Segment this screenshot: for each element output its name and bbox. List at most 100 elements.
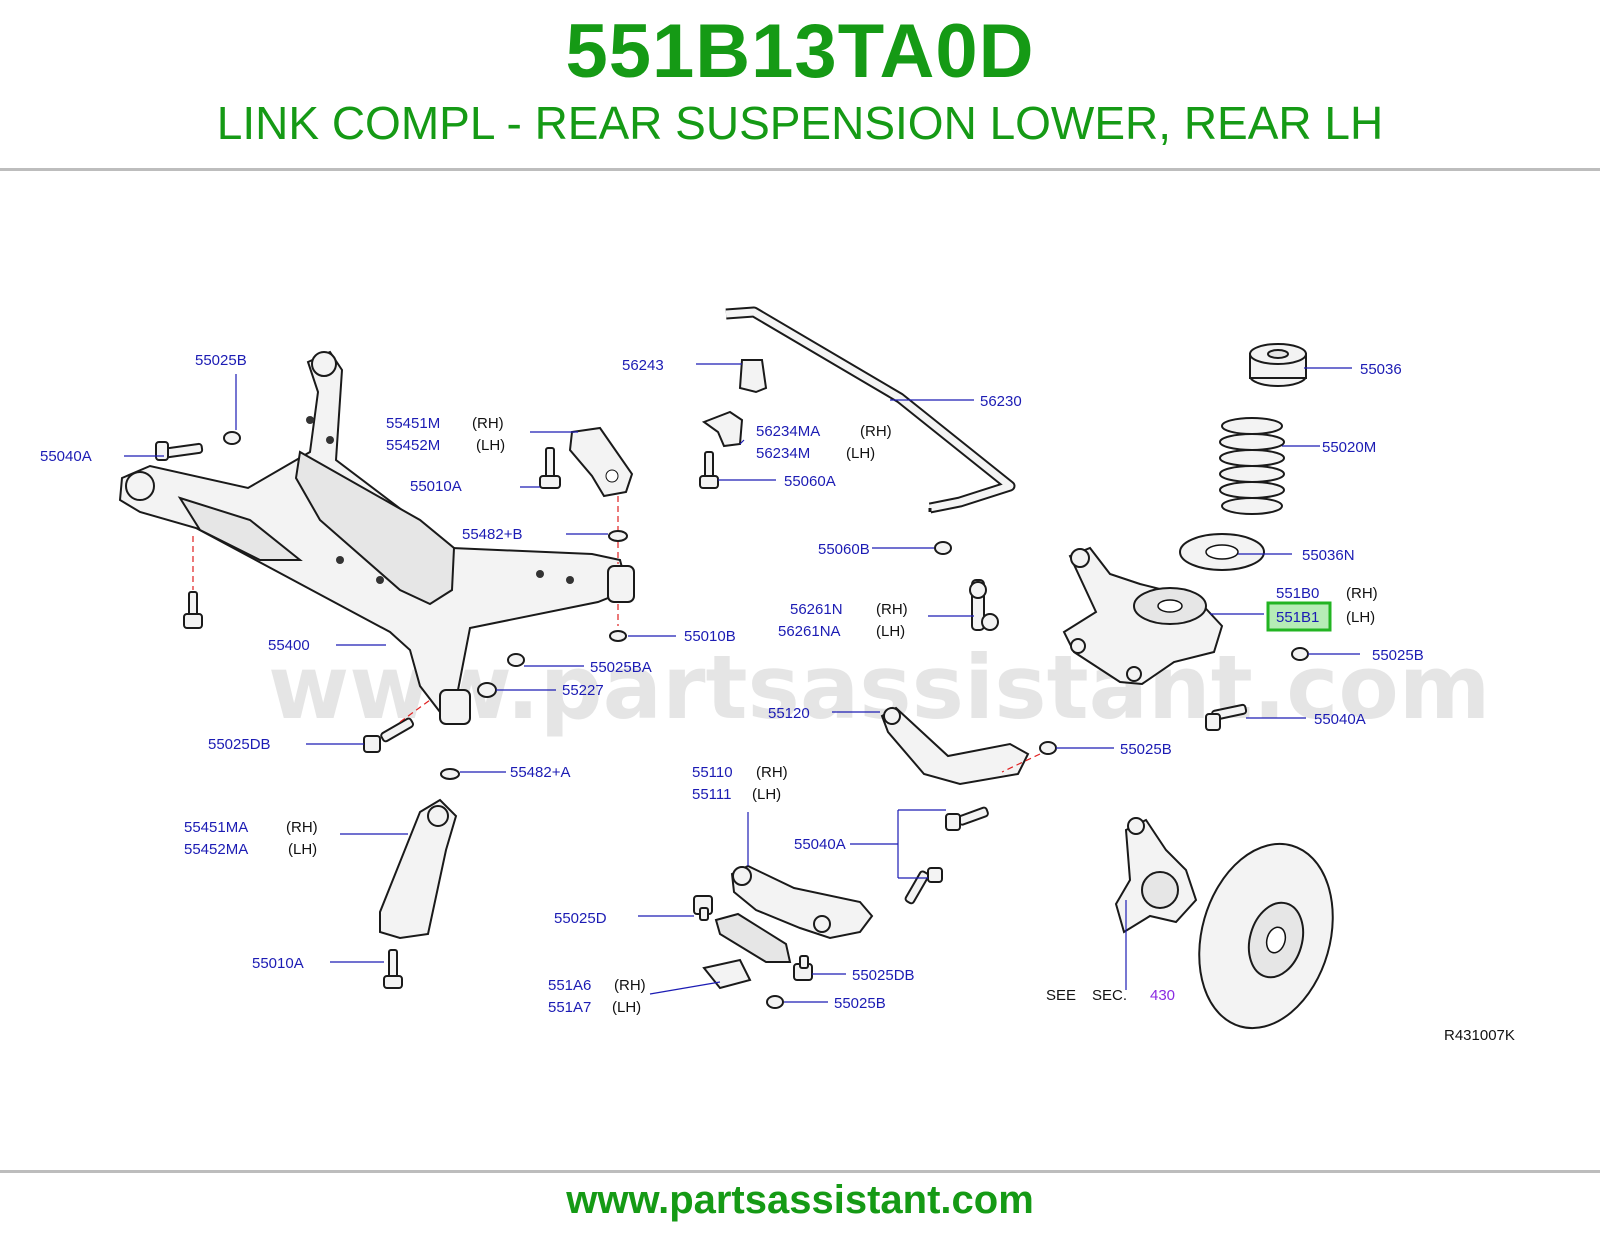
callout-56234MA[interactable]: 56234MA <box>756 423 820 440</box>
upper-link-55120[interactable] <box>880 706 1030 786</box>
callout-55025B-mid[interactable]: 55025B <box>1120 741 1172 758</box>
side-rh: (RH) <box>472 415 504 432</box>
callout-55452M[interactable]: 55452M <box>386 437 440 454</box>
callout-55010A[interactable]: 55010A <box>410 478 462 495</box>
lower-link-551B1[interactable] <box>1062 546 1224 686</box>
callout-55040A[interactable]: 55040A <box>40 448 92 465</box>
bolt-55040A-mid-upper[interactable] <box>945 806 989 831</box>
footer-divider <box>0 1170 1600 1173</box>
callout-55036[interactable]: 55036 <box>1360 361 1402 378</box>
callout-55482+A[interactable]: 55482+A <box>510 764 570 781</box>
callout-55110[interactable]: 55110 <box>692 764 733 781</box>
callout-55025D[interactable]: 55025D <box>554 910 607 927</box>
callout-55025B-right[interactable]: 55025B <box>1372 647 1424 664</box>
bolt-55040A-right[interactable] <box>1205 703 1248 731</box>
callout-55040A-mid[interactable]: 55040A <box>794 836 846 853</box>
washer-55482A[interactable] <box>440 768 460 780</box>
nut-55025B-right[interactable] <box>1291 647 1309 661</box>
callout-55451MA[interactable]: 55451MA <box>184 819 248 836</box>
callout-56230[interactable]: 56230 <box>980 393 1022 410</box>
bumper-55036[interactable] <box>1249 343 1307 387</box>
see-text: SEE <box>1046 987 1076 1004</box>
callout-55482+B[interactable]: 55482+B <box>462 526 522 543</box>
callout-55025DB[interactable]: 55025DB <box>208 736 271 753</box>
callout-56261NA[interactable]: 56261NA <box>778 623 841 640</box>
callout-55020M[interactable]: 55020M <box>1322 439 1376 456</box>
callout-55040A-right[interactable]: 55040A <box>1314 711 1366 728</box>
nut-55025B-bottom[interactable] <box>766 995 784 1009</box>
section-ref-430[interactable]: 430 <box>1150 987 1175 1004</box>
bolt-55025DB-left[interactable] <box>363 717 414 753</box>
clamp-56234M[interactable] <box>701 410 744 448</box>
guard-551A6[interactable] <box>702 958 752 990</box>
stabilizer-bar-56230[interactable] <box>725 306 1016 514</box>
axle-knuckle[interactable] <box>1114 817 1198 934</box>
side-rh: (RH) <box>860 423 892 440</box>
bolt-55025DB-lower[interactable] <box>793 955 813 981</box>
callout-55025B-bottom[interactable]: 55025B <box>834 995 886 1012</box>
callout-55400[interactable]: 55400 <box>268 637 310 654</box>
spring-seat-55036N[interactable] <box>1179 533 1265 571</box>
washer-55010B[interactable] <box>609 630 627 642</box>
bushing-56243[interactable] <box>738 359 768 394</box>
bolt-subframe-left-vertical[interactable] <box>183 591 203 629</box>
lower-arm-55110[interactable] <box>730 864 874 940</box>
bracket-55451MA[interactable] <box>379 798 458 940</box>
brake-rotor[interactable] <box>1179 828 1354 1044</box>
washer-55227[interactable] <box>477 682 497 698</box>
callout-55060B[interactable]: 55060B <box>818 541 870 558</box>
callout-55010A-lower[interactable]: 55010A <box>252 955 304 972</box>
callout-55025DB-lower[interactable]: 55025DB <box>852 967 915 984</box>
bolt-55060A[interactable] <box>699 451 719 489</box>
part-description: LINK COMPL - REAR SUSPENSION LOWER, REAR… <box>216 97 1384 149</box>
callout-551A7[interactable]: 551A7 <box>548 999 591 1016</box>
coil-spring-55020M[interactable] <box>1219 417 1285 515</box>
nut-55025B-mid[interactable] <box>1039 741 1057 755</box>
bolt-55025D[interactable] <box>693 895 713 921</box>
callout-55452MA[interactable]: 55452MA <box>184 841 248 858</box>
side-lh: (LH) <box>752 786 781 803</box>
part-number-title: 551B13TA0D <box>565 9 1035 94</box>
callout-55451M[interactable]: 55451M <box>386 415 440 432</box>
side-lh: (LH) <box>612 999 641 1016</box>
bolt-55040A-left[interactable] <box>155 441 204 461</box>
side-rh: (RH) <box>756 764 788 781</box>
callout-551B1-highlighted[interactable]: 551B1 <box>1276 609 1319 626</box>
connecting-rod-56261N[interactable] <box>969 579 999 631</box>
callout-55025B[interactable]: 55025B <box>195 352 247 369</box>
callout-55120[interactable]: 55120 <box>768 705 810 722</box>
leader-lines <box>124 363 1360 1003</box>
diagram-code: R431007K <box>1444 1027 1515 1044</box>
rear-subframe[interactable] <box>118 350 635 725</box>
callout-55227[interactable]: 55227 <box>562 682 604 699</box>
nut-55025BA[interactable] <box>507 653 525 667</box>
watermark-text: www.partsassistant.com <box>268 636 1491 739</box>
nut-55025B-top[interactable] <box>223 431 241 445</box>
bracket-55451M[interactable] <box>568 426 634 498</box>
bracket-551A6-upper[interactable] <box>714 912 792 963</box>
callout-56261N[interactable]: 56261N <box>790 601 843 618</box>
side-lh: (LH) <box>876 623 905 640</box>
side-lh: (LH) <box>1346 609 1375 626</box>
footer-url[interactable]: www.partsassistant.com <box>566 1178 1034 1222</box>
callout-55111[interactable]: 55111 <box>692 786 732 803</box>
washer-55482B[interactable] <box>608 530 628 542</box>
bolt-55010A-lower[interactable] <box>383 949 403 989</box>
bolt-55010A-upper[interactable] <box>539 447 561 489</box>
callout-55060A[interactable]: 55060A <box>784 473 836 490</box>
callout-56243[interactable]: 56243 <box>622 357 664 374</box>
side-rh: (RH) <box>876 601 908 618</box>
bolt-55040A-mid-lower[interactable] <box>904 867 943 905</box>
side-rh: (RH) <box>286 819 318 836</box>
side-rh: (RH) <box>614 977 646 994</box>
callout-551A6[interactable]: 551A6 <box>548 977 591 994</box>
callout-55025BA[interactable]: 55025BA <box>590 659 652 676</box>
callout-55010B[interactable]: 55010B <box>684 628 736 645</box>
callout-55036N[interactable]: 55036N <box>1302 547 1355 564</box>
nut-55060B[interactable] <box>934 541 952 555</box>
side-lh: (LH) <box>288 841 317 858</box>
callout-551B0[interactable]: 551B0 <box>1276 585 1319 602</box>
header-divider <box>0 168 1600 171</box>
callout-56234M[interactable]: 56234M <box>756 445 810 462</box>
